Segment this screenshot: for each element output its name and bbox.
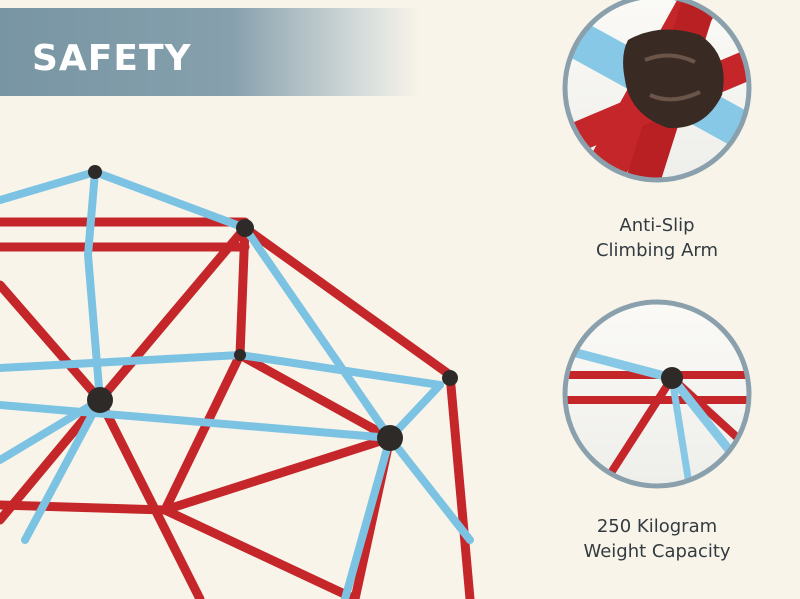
feature-caption-line: Weight Capacity xyxy=(583,541,731,562)
feature-caption-anti-slip: Anti-Slip Climbing Arm xyxy=(547,213,767,263)
dome-climber xyxy=(0,165,475,599)
feature-caption-weight: 250 Kilogram Weight Capacity xyxy=(547,514,767,564)
feature-caption-line: 250 Kilogram xyxy=(596,516,718,537)
banner-title: SAFETY xyxy=(32,38,192,79)
feature-caption-line: Climbing Arm xyxy=(595,240,719,261)
climbing-hold-closeup xyxy=(562,0,752,183)
dome-joint-closeup xyxy=(562,299,752,489)
feature-caption-line: Anti-Slip xyxy=(619,215,695,236)
safety-banner: SAFETY xyxy=(0,8,420,96)
